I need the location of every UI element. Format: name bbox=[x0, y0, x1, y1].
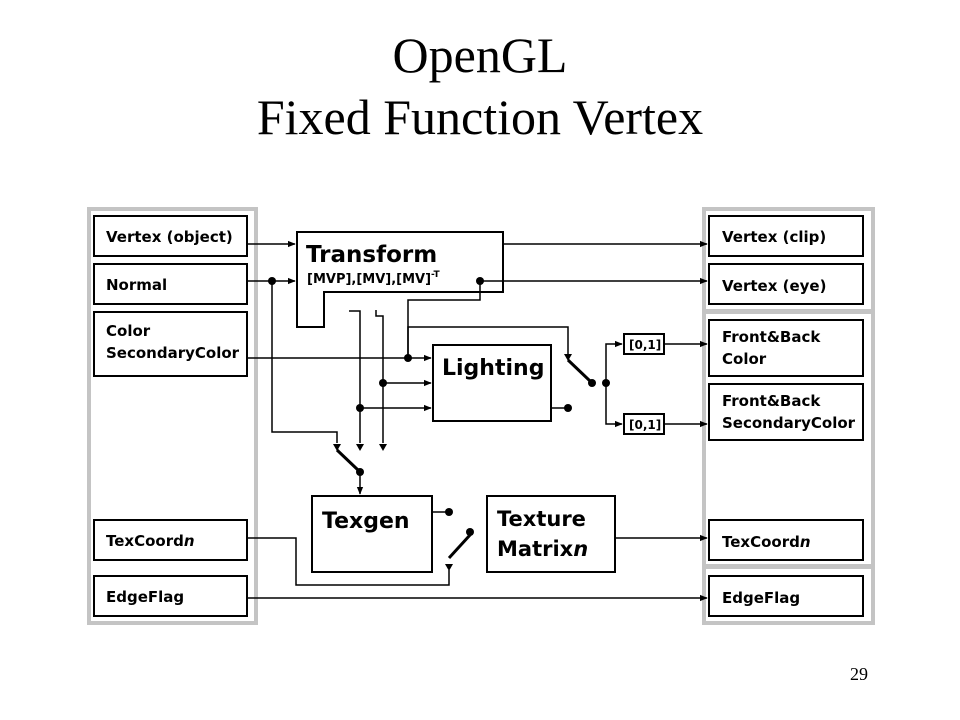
clamp-upper: [0,1] bbox=[623, 333, 665, 355]
svg-text:TexCoordn: TexCoordn bbox=[106, 532, 195, 550]
switch-arrowheads bbox=[333, 354, 572, 571]
output-front-back-secondary-label2: SecondaryColor bbox=[722, 414, 856, 432]
input-texcoord-label: TexCoord bbox=[106, 532, 184, 550]
output-vertex-clip-label: Vertex (clip) bbox=[722, 228, 826, 246]
texture-switch bbox=[447, 533, 472, 560]
input-normal-label: Normal bbox=[106, 276, 167, 294]
texgen-block: Texgen bbox=[311, 495, 433, 573]
transform-matrices-label: [MVP],[MV],[MV] bbox=[307, 272, 431, 287]
input-secondary-color-label: SecondaryColor bbox=[106, 344, 240, 362]
output-front-back-color-label2: Color bbox=[722, 350, 767, 368]
output-front-back-color-label1: Front&Back bbox=[722, 328, 821, 346]
input-normal: Normal bbox=[93, 263, 248, 305]
output-front-back-secondary: Front&Back SecondaryColor bbox=[708, 383, 864, 441]
texgen-label: Texgen bbox=[322, 509, 410, 534]
input-color-label: Color bbox=[106, 322, 151, 340]
output-vertex-clip: Vertex (clip) bbox=[708, 215, 864, 257]
output-vertex-eye: Vertex (eye) bbox=[708, 263, 864, 305]
texture-matrix-suffix: n bbox=[573, 537, 588, 561]
clamp-upper-label: [0,1] bbox=[629, 338, 661, 352]
texture-matrix-label1: Texture bbox=[497, 507, 586, 531]
clamp-lower: [0,1] bbox=[623, 413, 665, 435]
lighting-label: Lighting bbox=[442, 356, 544, 381]
page-number: 29 bbox=[850, 664, 868, 684]
transform-matrices-sup: -T bbox=[431, 270, 440, 280]
output-edgeflag-label: EdgeFlag bbox=[722, 589, 800, 607]
lighting-switch bbox=[566, 358, 592, 383]
transform-label: Transform bbox=[306, 242, 437, 268]
input-color: Color SecondaryColor bbox=[93, 311, 248, 377]
slide-title-line1: OpenGL bbox=[392, 27, 568, 83]
texture-matrix-label2: Matrix bbox=[497, 537, 574, 561]
slide-title-line2: Fixed Function Vertex bbox=[256, 89, 704, 145]
output-texcoord: TexCoordn bbox=[708, 519, 864, 561]
svg-text:Matrixn: Matrixn bbox=[497, 537, 588, 561]
junction-dots bbox=[268, 277, 610, 536]
texture-matrix-block: Texture Matrixn bbox=[486, 495, 616, 573]
output-front-back-color: Front&Back Color bbox=[708, 319, 864, 377]
output-texcoord-suffix: n bbox=[800, 533, 811, 551]
output-edgeflag: EdgeFlag bbox=[708, 575, 864, 617]
output-front-back-secondary-label1: Front&Back bbox=[722, 392, 821, 410]
input-vertex-object: Vertex (object) bbox=[93, 215, 248, 257]
output-texcoord-label: TexCoord bbox=[722, 533, 800, 551]
input-vertex-object-label: Vertex (object) bbox=[106, 228, 233, 246]
output-vertex-eye-label: Vertex (eye) bbox=[722, 277, 826, 295]
svg-text:[MVP],[MV],[MV]-T: [MVP],[MV],[MV]-T bbox=[307, 270, 440, 287]
input-edgeflag: EdgeFlag bbox=[93, 575, 248, 617]
svg-text:TexCoordn: TexCoordn bbox=[722, 533, 811, 551]
texgen-switch bbox=[335, 448, 360, 472]
transform-block: Transform [MVP],[MV],[MV]-T bbox=[296, 231, 504, 328]
input-edgeflag-label: EdgeFlag bbox=[106, 588, 184, 606]
clamp-lower-label: [0,1] bbox=[629, 418, 661, 432]
input-texcoord: TexCoordn bbox=[93, 519, 248, 561]
lighting-block: Lighting bbox=[432, 344, 552, 422]
connections bbox=[247, 240, 708, 602]
input-texcoord-suffix: n bbox=[184, 532, 195, 550]
